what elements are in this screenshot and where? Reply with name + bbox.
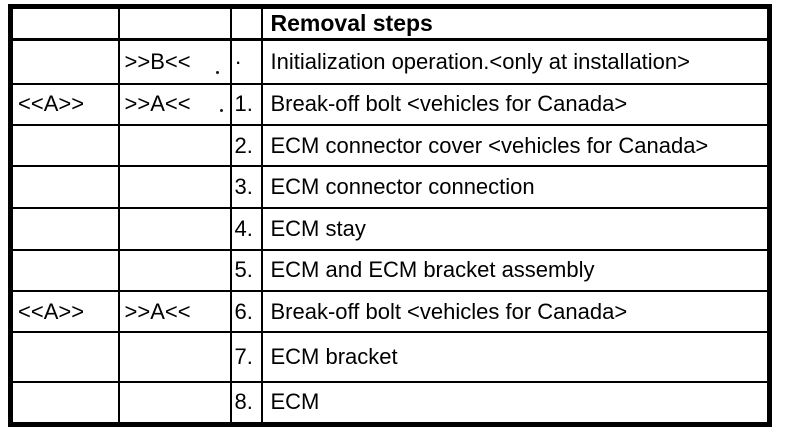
header-spacer-cell [117,5,232,41]
installation-marker-cell [9,206,120,251]
removal-marker-cell [117,331,232,384]
table-title: Removal steps [270,9,433,36]
step-number: 2. [234,132,253,158]
step-description: Break-off bolt <vehicles for Canada> [270,91,628,117]
step-number: 6. [234,298,253,324]
table-row: 3. ECM connector connection [9,165,771,209]
step-description-cell: ECM and ECM bracket assembly [260,248,771,293]
step-number: 3. [234,173,253,199]
table-header-row: Removal steps [9,5,771,41]
step-description: ECM stay [270,215,366,241]
removal-marker: >>A<< [124,91,191,117]
step-description: ECM and ECM bracket assembly [270,257,595,283]
table-row: 2. ECM connector cover <vehicles for Can… [9,123,771,168]
step-number-cell: · [229,38,263,85]
removal-marker-cell [117,248,232,293]
removal-marker: >>B<< [124,48,191,74]
removal-marker-cell: >>A<< [117,290,232,334]
installation-marker-cell [9,381,120,426]
installation-marker-cell [9,165,120,209]
installation-marker-cell [9,123,120,168]
step-description: ECM connector connection [270,173,535,199]
installation-marker: <<A>> [18,91,85,117]
installation-marker-cell: <<A>> [9,290,120,334]
installation-marker-cell: <<A>> [9,82,120,127]
step-description-cell: Initialization operation.<only at instal… [260,38,771,85]
removal-marker-cell: >>A<< [117,82,232,127]
step-number-cell: 6. [229,290,263,334]
step-number: 7. [234,344,253,370]
step-number: · [234,48,242,74]
step-description-cell: Break-off bolt <vehicles for Canada> [260,290,771,334]
table-row: 8. ECM [9,381,771,426]
installation-marker: <<A>> [18,298,85,324]
removal-marker-cell [117,381,232,426]
step-description-cell: ECM stay [260,206,771,251]
header-spacer-cell [9,5,120,41]
step-description: ECM connector cover <vehicles for Canada… [270,132,709,158]
step-description: ECM [270,389,320,415]
table-row: 4. ECM stay [9,206,771,251]
step-description-cell: ECM bracket [260,331,771,384]
installation-marker-cell [9,38,120,85]
removal-marker-cell [117,123,232,168]
step-number-cell: 8. [229,381,263,426]
step-description: Initialization operation.<only at instal… [270,48,691,74]
step-description-cell: ECM [260,381,771,426]
step-number-cell: 3. [229,165,263,209]
step-description: ECM bracket [270,344,398,370]
step-description-cell: Break-off bolt <vehicles for Canada> [260,82,771,127]
header-title-cell: Removal steps [260,5,771,41]
step-number-cell: 7. [229,331,263,384]
removal-marker-cell: >>B<< [117,38,232,85]
table-row: 5. ECM and ECM bracket assembly [9,248,771,293]
step-number-cell: 4. [229,206,263,251]
removal-marker-cell [117,165,232,209]
step-description-cell: ECM connector connection [260,165,771,209]
removal-marker: >>A<< [124,298,191,324]
scan-speck [219,108,223,112]
step-description-cell: ECM connector cover <vehicles for Canada… [260,123,771,168]
removal-marker-cell [117,206,232,251]
installation-marker-cell [9,331,120,384]
step-number-cell: 1. [229,82,263,127]
step-number-cell: 2. [229,123,263,168]
table-row: >>B<< · Initialization operation.<only a… [9,38,771,85]
step-number-cell: 5. [229,248,263,293]
header-spacer-cell [229,5,263,41]
removal-steps-table: Removal steps >>B<< · Initialization ope… [8,4,772,427]
step-description: Break-off bolt <vehicles for Canada> [270,298,628,324]
step-number: 8. [234,389,253,415]
step-number: 5. [234,257,253,283]
scan-speck [215,70,219,74]
table-row: <<A>> >>A<< 1. Break-off bolt <vehicles … [9,82,771,127]
installation-marker-cell [9,248,120,293]
step-number: 4. [234,215,253,241]
table-row: 7. ECM bracket [9,331,771,384]
table-row: <<A>> >>A<< 6. Break-off bolt <vehicles … [9,290,771,334]
step-number: 1. [234,91,253,117]
